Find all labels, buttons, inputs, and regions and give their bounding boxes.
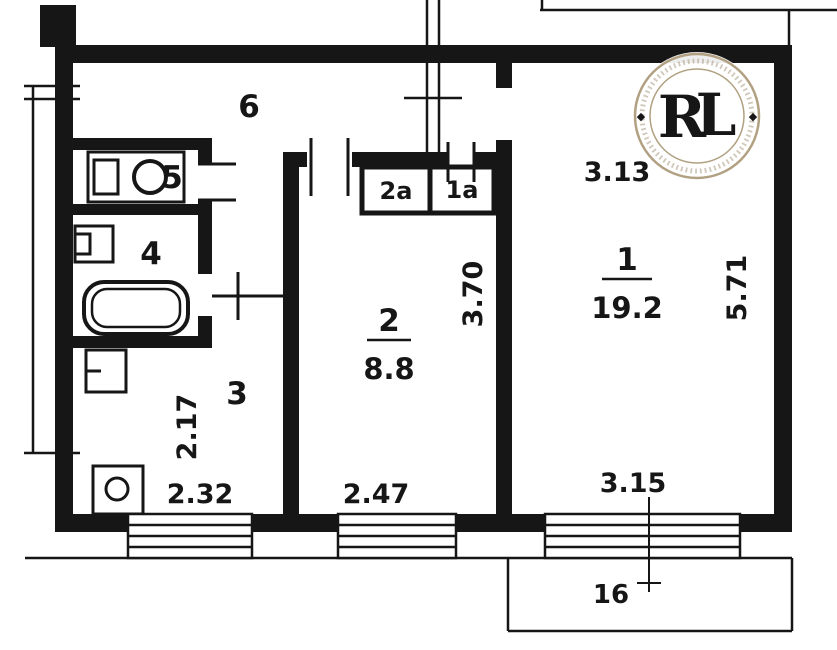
bathroom-block-walls	[73, 138, 212, 348]
dim-2-32: 2.32	[167, 479, 234, 510]
room-5-label: 5	[161, 160, 183, 196]
room-4-label: 4	[140, 236, 162, 272]
outer-walls	[40, 5, 792, 532]
room-3-label: 3	[226, 376, 248, 412]
balcony-label: 16	[593, 580, 629, 610]
watermark-star-right: ◆	[749, 110, 758, 123]
dim-3-70: 3.70	[458, 261, 489, 328]
window-middle	[336, 512, 458, 560]
watermark-arc-text	[639, 58, 755, 174]
dim-2-47: 2.47	[343, 479, 410, 510]
sink-icon	[73, 224, 115, 264]
watermark-outer-ring	[633, 52, 761, 180]
watermark-inner-ring	[649, 68, 745, 164]
toilet-icon	[86, 150, 186, 204]
dim-5-71: 5.71	[722, 255, 753, 322]
watermark-letter-l: L	[696, 81, 737, 149]
room-2-area: 8.8	[363, 352, 414, 386]
room-6-label: 6	[238, 89, 260, 125]
dim-2-17: 2.17	[172, 394, 203, 461]
room-1-area: 19.2	[591, 291, 663, 325]
watermark-background	[633, 52, 761, 180]
room-2-number: 2	[378, 303, 400, 339]
interior-walls	[283, 63, 512, 532]
dimension-line	[637, 497, 661, 592]
watermark-stamp: ◆ ◆ R L	[633, 52, 761, 180]
watermark-star-left: ◆	[637, 110, 646, 123]
kitchen-sink-icon	[91, 464, 145, 516]
room-1-number: 1	[616, 242, 638, 278]
balcony-outline	[506, 558, 794, 633]
window-right	[543, 512, 742, 560]
dim-3-13: 3.13	[584, 157, 651, 188]
closet-2a-label: 2а	[380, 177, 413, 205]
bathtub-icon	[82, 280, 190, 336]
cabinet-icon	[84, 348, 128, 394]
door-ticks	[198, 138, 476, 320]
window-left	[126, 512, 254, 560]
closet-1a-outline	[427, 164, 497, 216]
closet-1a-label: 1а	[446, 176, 479, 204]
dim-3-15: 3.15	[600, 468, 667, 499]
watermark-letter-r: R	[658, 83, 707, 151]
